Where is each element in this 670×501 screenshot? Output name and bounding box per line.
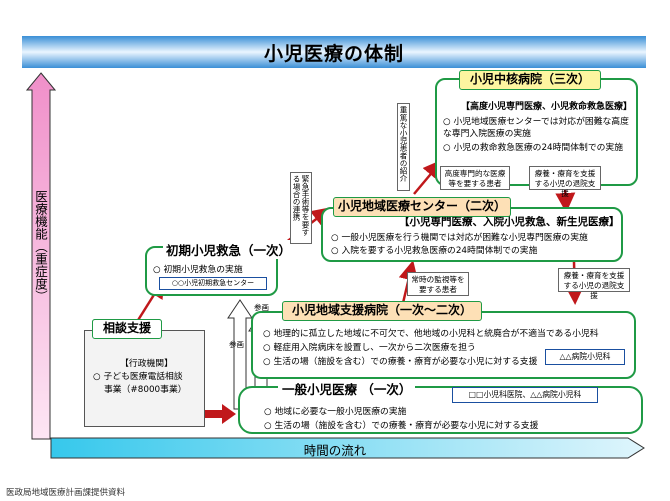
- severity-axis-arrow: [26, 72, 56, 440]
- support-item-2: ○ 軽症用入院病床を設置し、一次から二次医療を担う: [263, 343, 476, 353]
- center-item-2: ○ 入院を要する小児救急医療の24時間体制での実施: [331, 246, 538, 256]
- severity-axis-label: 医療機能（重症度）: [33, 190, 48, 303]
- core-item-1: ○ 小児地域医療センターでは対応が困難な高度な専門入院医療の実施: [443, 117, 629, 139]
- initial-facility: ○○小児初期救急センター: [159, 277, 267, 290]
- note-advanced-care: 高度専門的な医療等を要する患者: [440, 166, 510, 190]
- general-item-2: ○ 生活の場（施設を含む）での療養・療育が必要な小児に対する支援: [264, 421, 539, 431]
- center-title: 小児地域医療センター（二次）: [333, 197, 511, 217]
- core-item-2: ○ 小児の救命救急医療の24時間体制での実施: [443, 143, 624, 153]
- note-emergency-referral: 緊急手術等を要する場合の連携: [290, 172, 312, 244]
- core-title: 小児中核病院（三次）: [459, 70, 601, 90]
- support-title: 小児地域支援病院（一次～二次）: [282, 301, 482, 321]
- note-severe-referral: 重篤な小児患者の紹介: [397, 103, 410, 191]
- initial-item-1: ○ 初期小児救急の実施: [153, 265, 243, 275]
- general-title: 一般小児医療 （一次）: [278, 379, 416, 398]
- consult-body-head: 【行政機関】: [120, 359, 173, 369]
- consult-line-2: 事業（#8000事業）: [104, 385, 187, 395]
- support-item-1: ○ 地理的に孤立した地域に不可欠で、他地域の小児科と統廃合が不適当である小児科: [263, 329, 599, 339]
- note-retreat-core: 療養・療育を支援する小児の退院支援: [529, 166, 601, 198]
- core-subtitle: 【高度小児専門医療、小児救命救急医療】: [461, 102, 633, 112]
- label-participation-left: 参画: [229, 340, 244, 349]
- consult-line-1: ○ 子ども医療電話相談: [93, 372, 183, 382]
- support-facility: △△病院小児科: [545, 349, 625, 365]
- support-item-3: ○ 生活の場（施設を含む）での療養・療育が必要な小児に対する支援: [263, 357, 538, 367]
- title-banner: 小児医療の体制: [22, 36, 646, 68]
- general-facilities: □□小児科医院、△△病院小児科: [452, 387, 598, 403]
- note-constant-monitoring: 常時の監視等を要する患者: [407, 272, 469, 296]
- time-axis-label: 時間の流れ: [303, 443, 367, 458]
- label-participation-right: 参画: [254, 303, 269, 312]
- initial-title: 初期小児救急（一次）: [163, 240, 295, 259]
- source-footer: 医政局地域医療計画課提供資料: [6, 488, 126, 498]
- page-title: 小児医療の体制: [263, 42, 404, 65]
- support-box: ○ 地理的に孤立した地域に不可欠で、他地域の小児科と統廃合が不適当である小児科 …: [251, 311, 636, 379]
- note-retreat-center: 療養・療育を支援する小児の退院支援: [558, 268, 630, 300]
- time-axis-arrow: [50, 437, 645, 459]
- consult-title-front: 相談支援: [92, 319, 162, 339]
- consult-box: 【行政機関】 ○ 子ども医療電話相談 事業（#8000事業）: [84, 330, 205, 427]
- general-item-1: ○ 地域に必要な一般小児医療の実施: [264, 407, 407, 417]
- center-item-1: ○ 一般小児医療を行う機関では対応が困難な小児専門医療の実施: [331, 233, 588, 243]
- arrow-consult-to-general: [200, 404, 236, 424]
- center-subtitle: 【小児専門医療、入院小児救急、新生児医療】: [399, 216, 620, 228]
